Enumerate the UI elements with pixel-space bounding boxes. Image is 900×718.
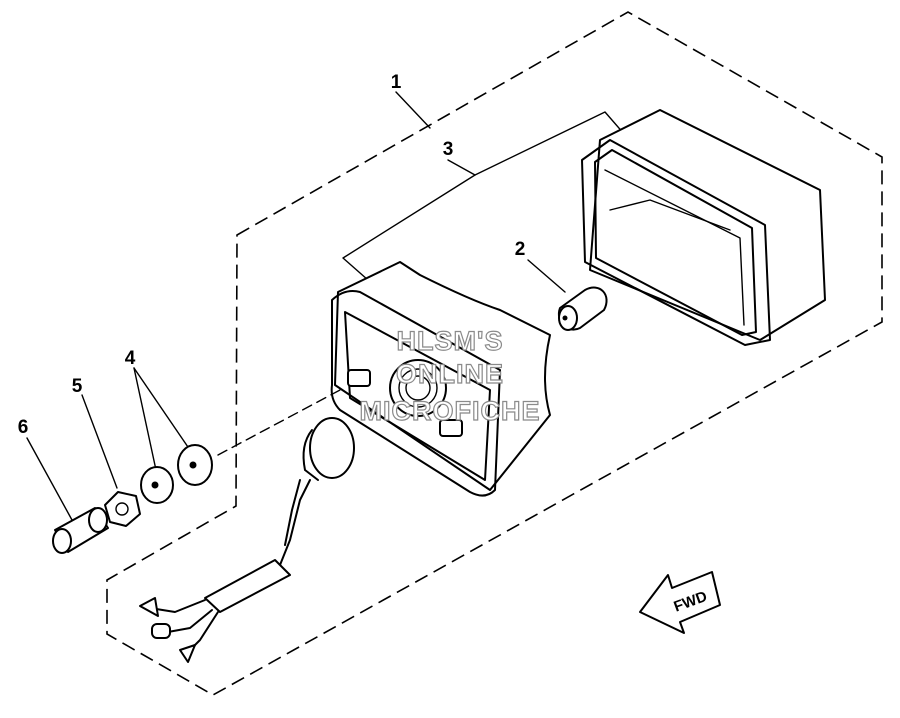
watermark-line-1: HLSM'S [397,326,504,356]
callout-1: 1 [391,72,402,93]
nut-part-5 [104,491,141,527]
spacer-part-6 [52,507,109,554]
leader-lines [26,91,626,521]
bulb-part-2 [557,286,608,331]
forward-direction-arrow: FWD [639,571,721,634]
watermark-line-3: MICROFICHE [360,396,541,426]
lens-part-3 [581,109,826,346]
callout-4: 4 [125,348,136,369]
callout-2: 2 [515,239,526,260]
housing-base [330,261,551,497]
assembly-boundary-dashed [106,11,883,696]
washers-part-4 [140,444,213,504]
watermark-line-2: ONLINE [396,359,504,389]
callout-3: 3 [443,139,454,160]
callout-6: 6 [18,417,29,438]
socket-and-wire-harness [139,417,355,663]
callout-5: 5 [72,376,83,397]
